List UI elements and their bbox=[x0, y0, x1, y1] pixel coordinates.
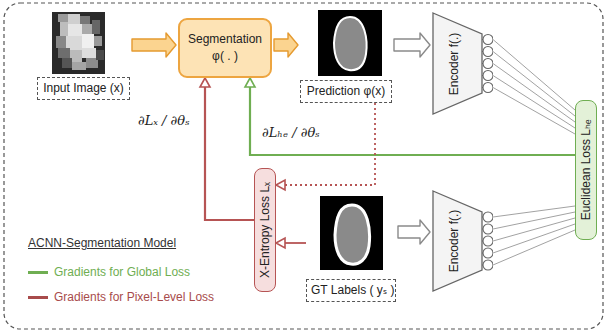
arrow-head bbox=[276, 238, 285, 248]
prediction-image bbox=[318, 10, 382, 76]
neuron-circle bbox=[483, 71, 493, 81]
block-arrow bbox=[398, 220, 430, 244]
block-arrow bbox=[132, 33, 176, 57]
encoder-label: Encoder f(.) bbox=[447, 32, 461, 95]
ground-truth-mask bbox=[335, 205, 370, 264]
encoder-shape bbox=[432, 190, 493, 292]
encoder-block: Encoder f(.) bbox=[432, 190, 493, 292]
arrow-head bbox=[245, 78, 255, 87]
connector bbox=[276, 103, 375, 190]
image-panel: GT Labels ( yₛ ) bbox=[306, 196, 396, 302]
gradient-line bbox=[284, 103, 375, 185]
image-pixel bbox=[62, 58, 72, 68]
image-pixel bbox=[68, 24, 82, 36]
outer-frame bbox=[4, 3, 603, 329]
connector bbox=[274, 33, 298, 57]
loss-box: X-Entropy Loss Lₓ bbox=[254, 168, 276, 292]
connector bbox=[493, 206, 575, 265]
gradient-label: ∂Lₕₑ / ∂θₛ bbox=[260, 124, 322, 142]
legend-swatch bbox=[28, 296, 48, 299]
arrow-head bbox=[200, 78, 210, 87]
encoder-block: Encoder f(.) bbox=[432, 12, 493, 115]
legend-text: Gradients for Pixel-Level Loss bbox=[54, 289, 214, 305]
prediction-mask bbox=[334, 17, 367, 70]
gradient-line bbox=[205, 86, 254, 220]
image-pixel bbox=[68, 14, 80, 24]
neuron-circle bbox=[483, 248, 493, 258]
image-pixel bbox=[56, 36, 66, 48]
image-pixel bbox=[58, 48, 70, 58]
neuron-circle bbox=[483, 35, 493, 45]
connector bbox=[493, 40, 575, 135]
connector bbox=[394, 33, 430, 57]
encoder-label: Encoder f(.) bbox=[447, 210, 461, 273]
gradient-line bbox=[284, 242, 306, 244]
gradient-label: ∂Lₓ / ∂θₛ bbox=[136, 112, 192, 130]
process-box: Segmentationφ( . ) bbox=[178, 18, 272, 78]
neuron-circle bbox=[483, 83, 493, 93]
caption-box: GT Labels ( yₛ ) bbox=[306, 279, 396, 302]
image-pixel bbox=[80, 16, 90, 24]
image-pixel bbox=[66, 36, 82, 50]
image-pixel bbox=[82, 34, 94, 48]
encoder-trapezoid bbox=[433, 191, 482, 291]
ground-truth-image bbox=[320, 196, 383, 270]
connector bbox=[276, 238, 306, 248]
legend-text: Gradients for Global Loss bbox=[54, 264, 190, 280]
neuron-circle bbox=[483, 236, 493, 246]
connector bbox=[132, 33, 176, 57]
box-title: Segmentation bbox=[188, 31, 262, 48]
image-pixel bbox=[60, 22, 68, 36]
neuron-circle bbox=[483, 47, 493, 57]
model-title: ACNN-Segmentation Model bbox=[28, 236, 176, 251]
connector bbox=[200, 78, 254, 220]
input-image bbox=[52, 12, 105, 74]
neuron-circle bbox=[483, 212, 493, 222]
encoder-shape bbox=[432, 12, 493, 115]
neuron-circle bbox=[483, 260, 493, 270]
connector bbox=[398, 220, 430, 244]
caption-box: Input Image (x) bbox=[37, 77, 130, 100]
neuron-circle bbox=[483, 224, 493, 234]
image-pixel bbox=[94, 36, 102, 46]
fan-lines bbox=[493, 40, 575, 135]
image-pixel bbox=[72, 62, 86, 70]
neuron-circle bbox=[483, 59, 493, 69]
loss-label: X-Entropy Loss Lₓ bbox=[258, 182, 272, 278]
image-pixel bbox=[92, 20, 100, 34]
caption-box: Prediction φ(x) bbox=[300, 80, 392, 103]
arrow-head bbox=[276, 180, 285, 190]
encoder-trapezoid bbox=[433, 13, 482, 114]
block-arrow bbox=[394, 33, 430, 57]
fan-lines bbox=[493, 206, 575, 265]
legend-swatch bbox=[28, 271, 48, 274]
image-pixel bbox=[58, 14, 68, 22]
image-panel: Input Image (x) bbox=[37, 10, 130, 100]
function-symbol: φ( . ) bbox=[212, 48, 238, 65]
block-arrow bbox=[274, 33, 298, 57]
loss-label: Euclidean Loss Lₕₑ bbox=[579, 120, 593, 221]
image-pixel bbox=[82, 48, 96, 58]
image-pixel bbox=[96, 50, 104, 60]
connector bbox=[245, 78, 575, 155]
gradient-line bbox=[250, 86, 575, 155]
image-panel: Prediction φ(x) bbox=[300, 8, 392, 103]
loss-box: Euclidean Loss Lₕₑ bbox=[575, 100, 597, 240]
